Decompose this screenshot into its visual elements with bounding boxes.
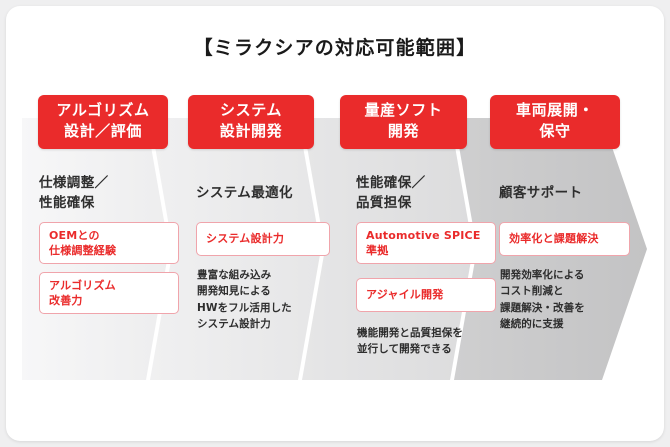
stage-header-4-line1: 車両展開・ [515, 101, 594, 120]
stage-header-4-line2: 保守 [539, 122, 571, 140]
stage-header-3-line1: 量産ソフト [364, 101, 443, 120]
stage-header-1-line2: 設計／評価 [63, 122, 142, 140]
stage-tag-3-2[interactable]: アジャイル開発 [356, 278, 496, 312]
stage-tag-2-1[interactable]: システム設計力 [196, 222, 330, 256]
stage-header-3-line2: 開発 [387, 122, 420, 140]
stage-tag-1-1[interactable]: OEMとの 仕様調整経験 [39, 222, 179, 264]
stage-header-2-line2: 設計開発 [219, 122, 283, 140]
stage-subtitle-3: 性能確保／ 品質担保 [356, 175, 426, 211]
stage-header-2-line1: システム [220, 101, 282, 120]
stage-header-2[interactable]: システム 設計開発 [188, 95, 314, 149]
stage-subtitle-4: 顧客サポート [499, 185, 583, 201]
stage-header-4[interactable]: 車両展開・ 保守 [490, 95, 620, 149]
stage-subtitle-2: システム最適化 [196, 185, 293, 201]
stage-note-4: 開発効率化による コスト削減と 課題解決・改善を 継続的に支援 [500, 269, 585, 330]
stage-note-3: 機能開発と品質担保を 並行して開発できる [357, 327, 463, 356]
stage-tag-3-1[interactable]: Automotive SPICE 準拠 [356, 222, 496, 264]
diagram-card: 【ミラクシアの対応可能範囲】 [6, 6, 664, 441]
stage-tag-4-1[interactable]: 効率化と課題解決 [499, 222, 630, 256]
stage-subtitle-1: 仕様調整／ 性能確保 [39, 175, 109, 211]
stage-note-2: 豊富な組み込み 開発知見による HWをフル活用した システム設計力 [197, 269, 292, 330]
stage-header-3[interactable]: 量産ソフト 開発 [340, 95, 467, 149]
stage-header-1-line1: アルゴリズム [56, 101, 150, 120]
stage-tag-1-2[interactable]: アルゴリズム 改善力 [39, 272, 179, 314]
stage-header-1[interactable]: アルゴリズム 設計／評価 [38, 95, 168, 149]
page-title: 【ミラクシアの対応可能範囲】 [193, 37, 477, 59]
